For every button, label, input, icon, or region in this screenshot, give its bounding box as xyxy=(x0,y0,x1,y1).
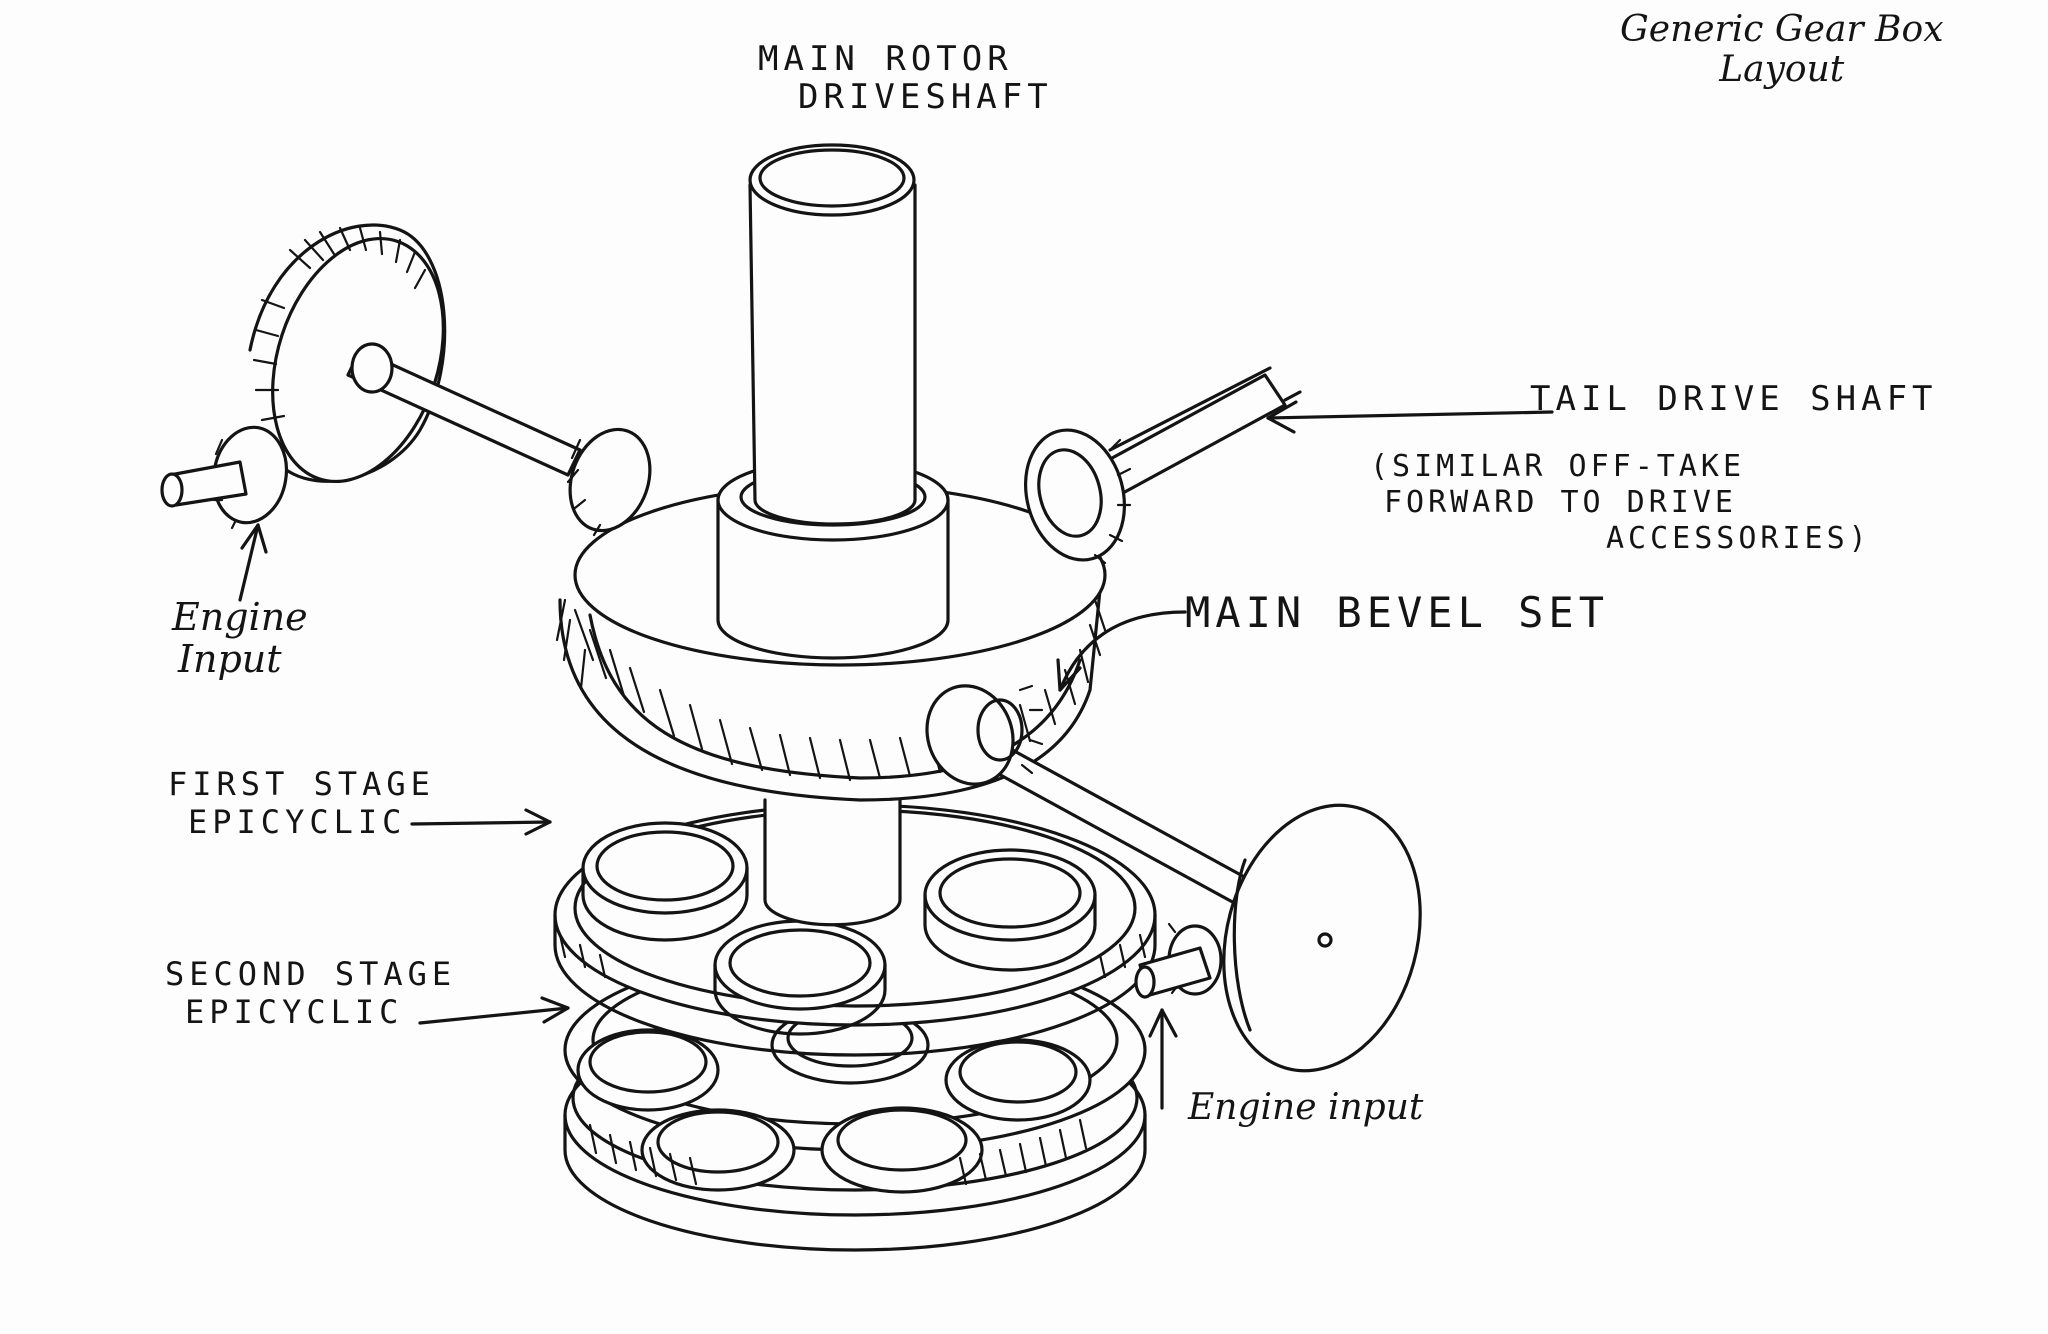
first-stage-epicyclic-label: FIRST STAGE EPICYCLIC xyxy=(168,768,435,838)
engine-input-right-label: Engine input xyxy=(1188,1087,1424,1128)
tail-note-line-1: (SIMILAR OFF-TAKE xyxy=(1370,449,1746,484)
second-stage-epicyclic-label: SECOND STAGE EPICYCLIC xyxy=(165,958,456,1028)
first-stage-line-1: FIRST STAGE xyxy=(168,765,435,803)
engine-left-line-1: Engine xyxy=(172,595,308,639)
main-rotor-line-2: DRIVESHAFT xyxy=(798,77,1053,117)
main-rotor-driveshaft-drawing xyxy=(716,143,950,660)
tail-offtake-note: (SIMILAR OFF-TAKE FORWARD TO DRIVE ACCES… xyxy=(1370,452,1871,554)
second-stage-line-2: EPICYCLIC xyxy=(185,993,404,1031)
tail-note-line-3: ACCESSORIES) xyxy=(1606,521,1871,556)
right-engine-input-drawing xyxy=(925,684,1422,1073)
tail-offtake-drawing xyxy=(1023,366,1302,565)
left-engine-input-drawing xyxy=(160,223,652,537)
tail-note-line-2: FORWARD TO DRIVE xyxy=(1384,485,1737,520)
title-line-2: Layout xyxy=(1719,49,1845,90)
second-stage-planet-gears xyxy=(576,1005,1092,1194)
leader-arrows xyxy=(238,400,1554,1110)
second-stage-line-1: SECOND STAGE xyxy=(165,955,457,993)
main-rotor-line-1: MAIN ROTOR xyxy=(758,39,1013,79)
first-stage-line-2: EPICYCLIC xyxy=(188,803,407,841)
diagram-title: Generic Gear Box Layout xyxy=(1620,12,1944,88)
first-stage-planet-gears xyxy=(581,821,1097,1036)
title-line-1: Generic Gear Box xyxy=(1620,9,1944,50)
first-stage-epicyclic-drawing xyxy=(553,798,1157,1057)
main-bevel-set-label: MAIN BEVEL SET xyxy=(1185,588,1610,637)
tail-drive-shaft-label: TAIL DRIVE SHAFT xyxy=(1530,379,1938,419)
engine-input-left-label: Engine Input xyxy=(172,598,308,678)
engine-left-line-2: Input xyxy=(178,637,282,681)
main-rotor-driveshaft-label: MAIN ROTOR DRIVESHAFT xyxy=(758,42,1053,114)
